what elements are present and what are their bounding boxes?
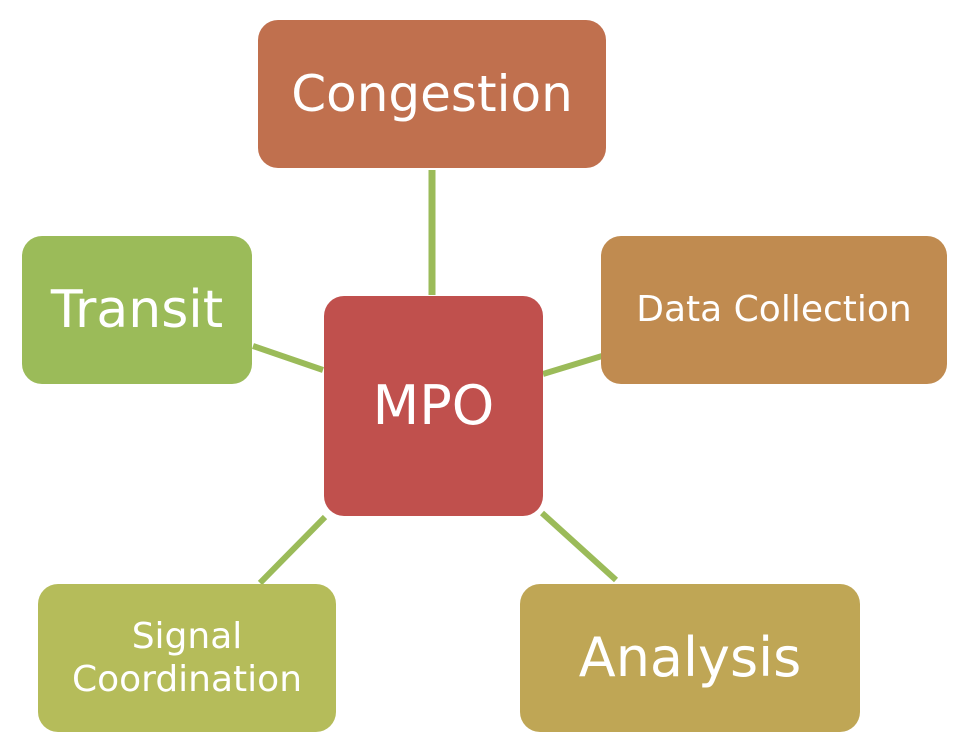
node-label: Transit (50, 279, 224, 340)
node-label: Signal Coordination (71, 615, 303, 700)
connector-data-collection (542, 353, 603, 377)
node-label: Analysis (578, 625, 802, 689)
connector-transit (252, 343, 324, 373)
connector-analysis (539, 510, 619, 583)
node-label: Congestion (291, 65, 573, 123)
connector-signal-coordination (257, 514, 328, 586)
node-label: Data Collection (636, 289, 912, 331)
node-analysis: Analysis (520, 584, 860, 732)
node-mpo: MPO (324, 296, 543, 516)
node-data-collection: Data Collection (601, 236, 947, 384)
node-transit: Transit (22, 236, 252, 384)
node-congestion: Congestion (258, 20, 606, 168)
node-signal-coordination: Signal Coordination (38, 584, 336, 732)
node-label: MPO (372, 373, 495, 437)
